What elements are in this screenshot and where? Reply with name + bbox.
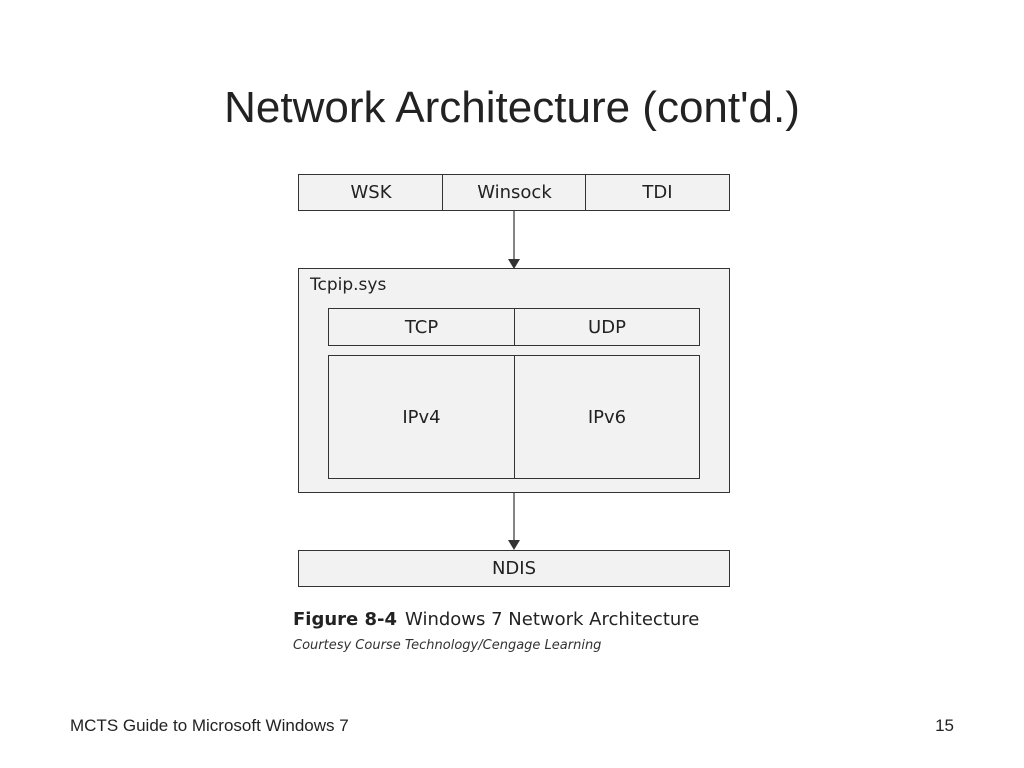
tcpip-container: Tcpip.sys TCP UDP IPv4 IPv6 [298, 268, 730, 493]
udp-cell: UDP [588, 316, 626, 338]
network-layer-box: IPv4 IPv6 [328, 355, 700, 479]
transport-divider [514, 309, 515, 345]
tdi-cell: TDI [642, 182, 673, 203]
transport-layer-box: TCP UDP [328, 308, 700, 346]
ndis-box: NDIS [298, 550, 730, 587]
api-divider [585, 175, 586, 210]
tcp-cell: TCP [404, 316, 439, 338]
arrow-down-icon [508, 211, 520, 269]
api-layer-box: WSK Winsock TDI [298, 174, 730, 211]
tcpip-label: Tcpip.sys [310, 275, 387, 295]
arrow-down-icon [508, 493, 520, 550]
winsock-cell: Winsock [477, 182, 552, 203]
ipv4-cell: IPv4 [402, 406, 441, 428]
page-number: 15 [935, 716, 954, 735]
figure-title: Windows 7 Network Architecture [405, 609, 700, 630]
ndis-cell: NDIS [491, 558, 537, 579]
figure-credit: Courtesy Course Technology/Cengage Learn… [293, 638, 602, 653]
figure-number: Figure 8-4 [293, 609, 398, 630]
footer-text: MCTS Guide to Microsoft Windows 7 [70, 716, 349, 735]
wsk-cell: WSK [350, 182, 392, 203]
slide-title: Network Architecture (cont'd.) [224, 83, 800, 132]
api-divider [442, 175, 443, 210]
network-divider [514, 356, 515, 478]
figure-caption: Figure 8-4 Windows 7 Network Architecture [293, 609, 699, 630]
ipv6-cell: IPv6 [587, 406, 627, 428]
